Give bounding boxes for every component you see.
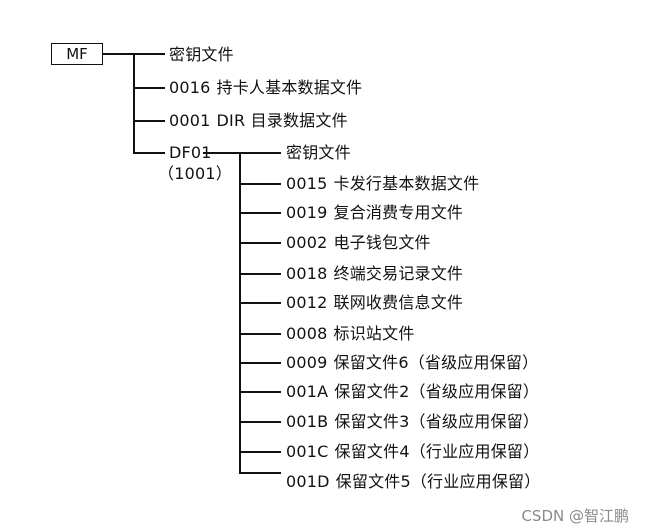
df-trunk-line [239,152,241,474]
df-child-key-file: 密钥文件 [286,143,351,162]
df-branch-line [239,333,281,335]
df-branch-line [239,183,281,185]
df-branch-line [239,421,281,423]
df-branch-line [239,212,281,214]
df-stem-line [203,152,241,154]
mf-branch-line [133,87,165,89]
df-branch-line [239,242,281,244]
mf-root-box: MF [51,43,103,65]
mf-branch-line [133,152,165,154]
df-branch-line [239,273,281,275]
df-label: DF01 [169,143,212,162]
mf-stem-line [103,53,135,55]
df-sublabel: （1001） [158,164,232,183]
df-branch-line [239,362,281,364]
mf-child-key-file: 密钥文件 [169,45,234,64]
df-branch-line [239,451,281,453]
mf-branch-line [133,120,165,122]
mf-root-label: MF [66,45,88,63]
df-branch-line [239,391,281,393]
mf-branch-line [133,53,165,55]
watermark-text: CSDN @智江鹏 [521,507,629,525]
df-branch-line [239,302,281,304]
mf-trunk-line [133,53,135,153]
df-branch-line [239,472,281,474]
df-branch-line [239,152,281,154]
